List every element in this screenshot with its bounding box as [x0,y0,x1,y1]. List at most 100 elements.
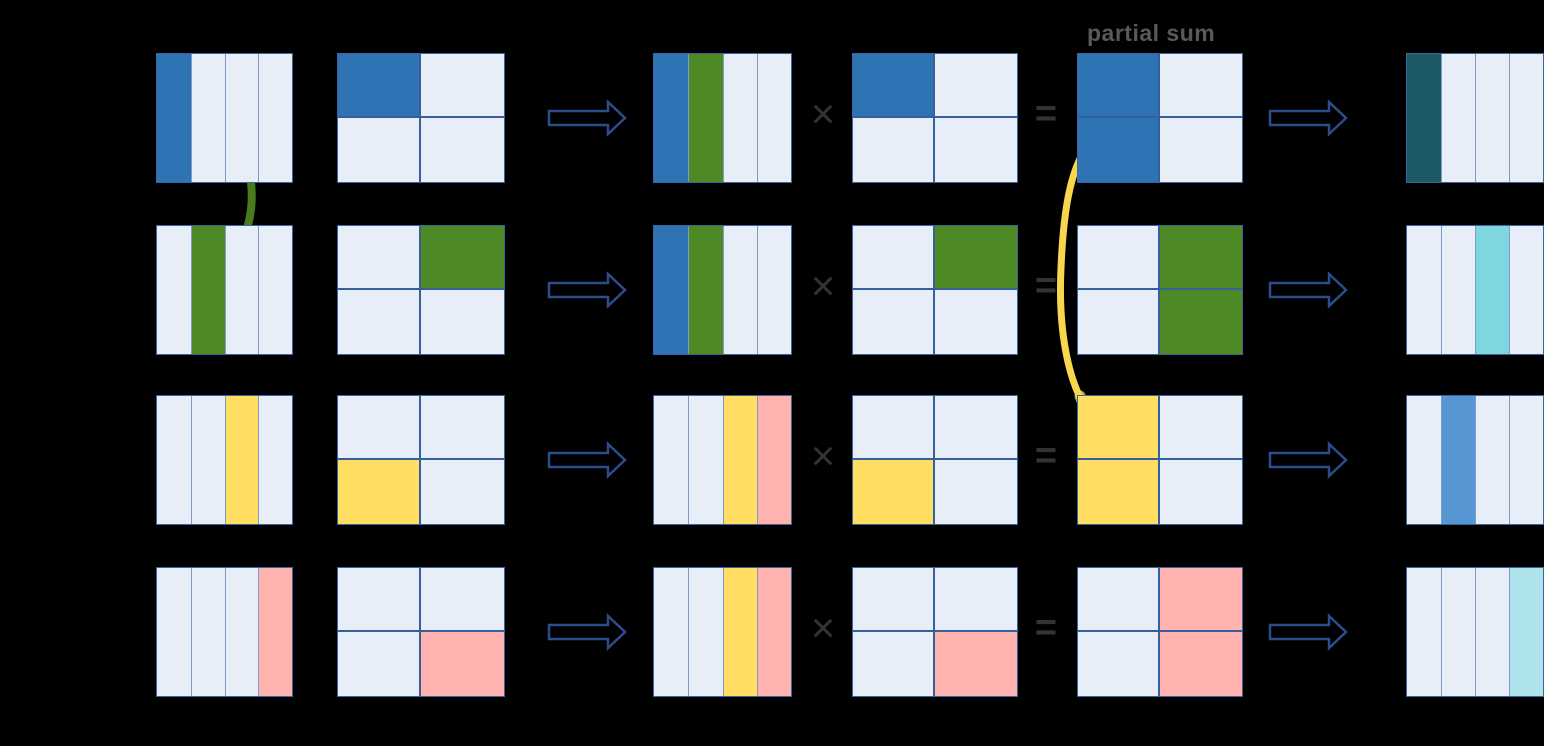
empty-cell [688,568,723,696]
empty-cell [258,54,292,182]
row-3-partial-sum-matrix [1077,395,1243,525]
empty-cell [421,568,504,632]
row-4-vector-a [156,567,293,697]
row-4-flow-arrow-1 [547,613,627,651]
blue-cell [338,54,421,118]
row-1-vector-a [156,53,293,183]
yellow-cell [224,396,259,524]
row-2-matrix-b-2 [852,225,1018,355]
empty-cell [224,54,259,182]
green-cell [1160,226,1242,290]
blue-cell [1078,118,1160,182]
empty-cell [722,226,757,354]
row-2-multiply-operator: × [810,262,836,309]
green-cell [190,226,225,354]
empty-cell [1509,226,1543,354]
empty-cell [1078,290,1160,354]
empty-cell [756,54,791,182]
row-2-result-vector [1406,225,1544,355]
row-1-flow-arrow-2 [1268,99,1348,137]
row-3-multiply-operator: × [810,432,836,479]
empty-cell [338,118,421,182]
empty-cell [190,568,225,696]
yellow-cell [1078,460,1160,524]
empty-cell [258,226,292,354]
blue-cell [654,54,689,182]
empty-cell [935,118,1017,182]
row-3-vector-a [156,395,293,525]
empty-cell [853,568,935,632]
teal-cell [1407,54,1441,182]
empty-cell [853,226,935,290]
empty-cell [756,226,791,354]
empty-cell [224,568,259,696]
empty-cell [190,396,225,524]
empty-cell [935,290,1017,354]
row-2-vector-ab [653,225,792,355]
green-cell [688,226,723,354]
row-1-partial-sum-matrix [1077,53,1243,183]
empty-cell [1407,396,1441,524]
row-3-matrix-b-2 [852,395,1018,525]
yellow-cell [853,460,935,524]
row-3-equals-operator: = [1034,435,1058,477]
row-3-matrix-b [337,395,505,525]
empty-cell [1078,632,1160,696]
empty-cell [722,54,757,182]
empty-cell [1160,118,1242,182]
empty-cell [421,396,504,460]
empty-cell [688,396,723,524]
yellow-cell [722,396,757,524]
yellow-cell [722,568,757,696]
empty-cell [654,568,689,696]
light-cyan-cell [1509,568,1543,696]
blue-cell [157,54,191,182]
empty-cell [1441,568,1475,696]
empty-cell [1441,54,1475,182]
green-cell [688,54,723,182]
empty-cell [1509,54,1543,182]
partial-sum-label: partial sum [1087,20,1216,46]
empty-cell [1407,568,1441,696]
pink-cell [1160,568,1242,632]
yellow-cell [338,460,421,524]
row-3-flow-arrow-2 [1268,441,1348,479]
empty-cell [421,118,504,182]
row-2-matrix-b [337,225,505,355]
empty-cell [421,54,504,118]
green-cell [1160,290,1242,354]
empty-cell [421,460,504,524]
empty-cell [1509,396,1543,524]
row-1-matrix-b [337,53,505,183]
empty-cell [1160,460,1242,524]
row-2-flow-arrow-2 [1268,271,1348,309]
row-3-flow-arrow-1 [547,441,627,479]
pink-cell [756,568,791,696]
row-1-flow-arrow-1 [547,99,627,137]
blue-cell [853,54,935,118]
empty-cell [338,396,421,460]
row-1-matrix-b-2 [852,53,1018,183]
turquoise-cell [1475,226,1509,354]
empty-cell [1160,54,1242,118]
row-4-equals-operator: = [1034,607,1058,649]
empty-cell [1407,226,1441,354]
row-4-result-vector [1406,567,1544,697]
row-4-matrix-b-2 [852,567,1018,697]
pink-cell [258,568,292,696]
empty-cell [654,396,689,524]
empty-cell [1078,568,1160,632]
pink-cell [935,632,1017,696]
empty-cell [224,226,259,354]
empty-cell [338,290,421,354]
empty-cell [935,460,1017,524]
empty-cell [258,396,292,524]
row-2-partial-sum-matrix [1077,225,1243,355]
empty-cell [935,568,1017,632]
row-4-flow-arrow-2 [1268,613,1348,651]
empty-cell [421,290,504,354]
row-2-equals-operator: = [1034,265,1058,307]
row-1-result-vector [1406,53,1544,183]
row-3-result-vector [1406,395,1544,525]
